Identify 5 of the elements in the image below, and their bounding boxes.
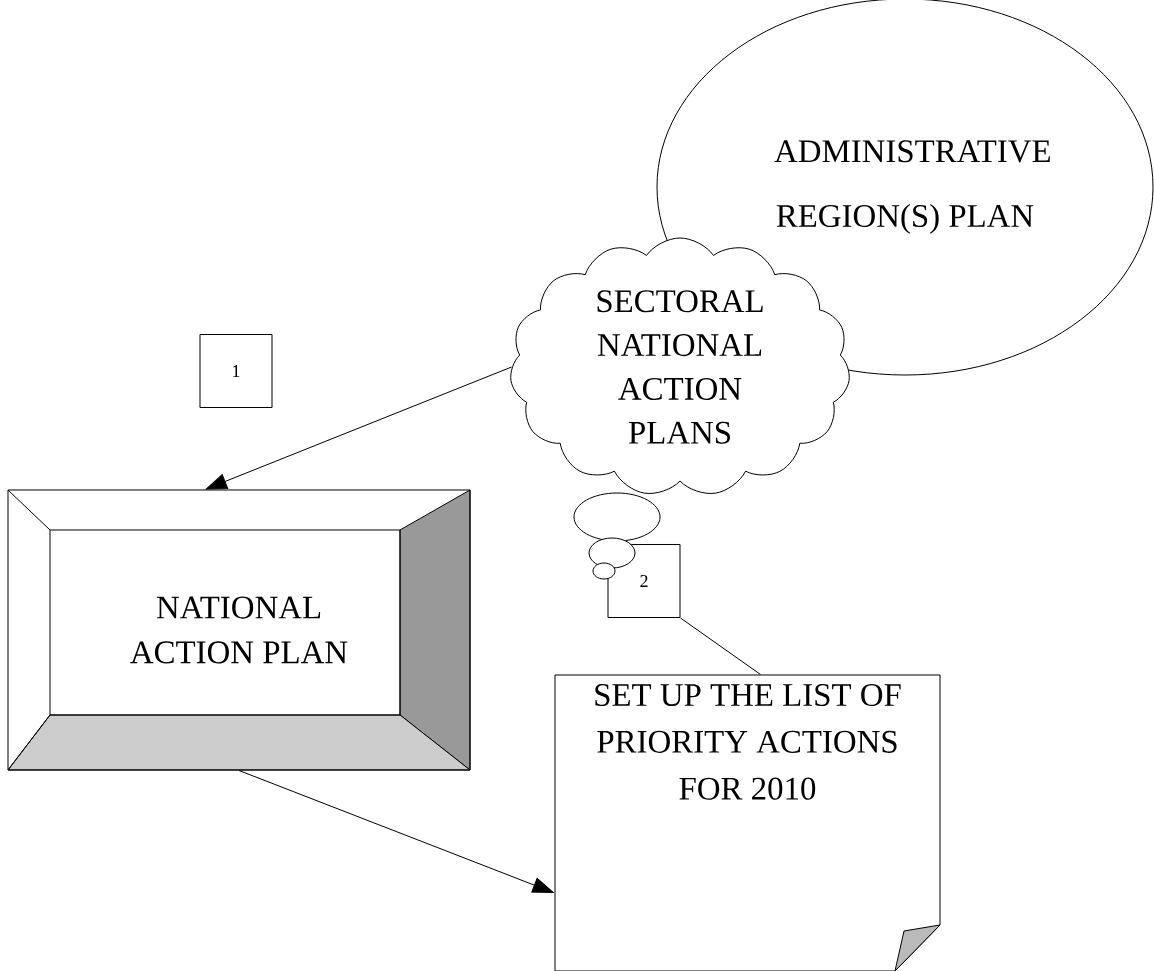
arrow [238, 770, 554, 893]
arrow [205, 366, 513, 490]
note-sheet: SET UP THE LIST OF PRIORITY ACTIONS FOR 2010 [554, 674, 941, 971]
number-box: 1 [199, 334, 273, 408]
beveled-frame: NATIONAL ACTION PLAN [7, 489, 471, 771]
